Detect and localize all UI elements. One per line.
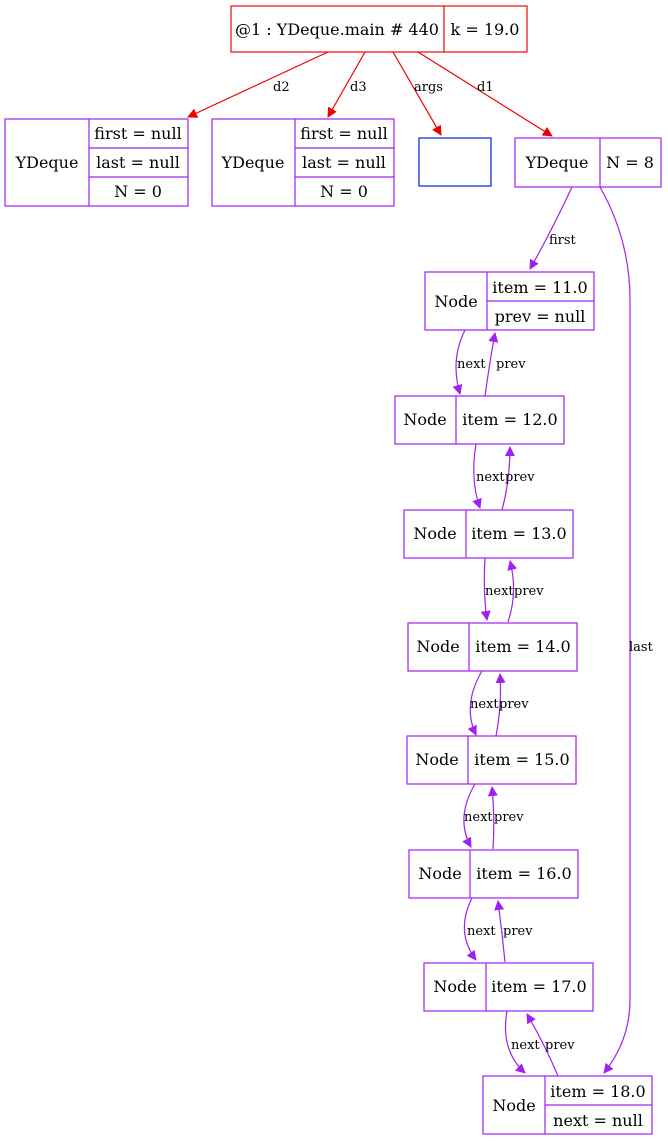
ydeque-d2-n: N = 0 (114, 182, 162, 201)
ydeque-d1-n: N = 8 (606, 153, 654, 172)
node-8-next-null: next = null (553, 1111, 643, 1130)
edge-d3 (327, 51, 366, 118)
node-8-item: item = 18.0 (550, 1082, 645, 1101)
node-1-title: Node (434, 292, 477, 311)
edge-next-6 (463, 897, 477, 961)
edge-next-4 (467, 670, 483, 736)
edge-label-prev-5: prev (494, 810, 524, 825)
edge-prev-5 (487, 786, 498, 850)
node-2: Node item = 12.0 (394, 395, 565, 445)
node-5-border (406, 735, 577, 785)
ydeque-d2-title: YDeque (15, 153, 79, 172)
edge-label-args: args (414, 80, 443, 95)
node-5-item: item = 15.0 (474, 750, 569, 769)
node-4-border (407, 622, 578, 672)
edge-label-next-3: next (485, 584, 514, 599)
edge-label-next-6: next (467, 924, 496, 939)
edge-label-d1: d1 (477, 80, 494, 95)
ydeque-d3-n: N = 0 (320, 182, 368, 201)
node-2-item: item = 12.0 (462, 410, 557, 429)
edge-first (529, 186, 573, 270)
node-5: Node item = 15.0 (406, 735, 577, 785)
frame-edges: d2 d3 args d1 (187, 51, 553, 137)
ydeque-d3-title: YDeque (221, 153, 285, 172)
node-2-border (394, 395, 565, 445)
edge-prev-2 (501, 446, 515, 511)
ydeque-d3-first: first = null (300, 124, 387, 143)
edge-label-prev-4: prev (499, 697, 529, 712)
node-3-title: Node (413, 524, 456, 543)
frame-border (230, 5, 528, 53)
edge-next-7 (504, 1010, 526, 1074)
edge-label-prev-7: prev (545, 1038, 575, 1053)
ydeque-d2-border (4, 118, 189, 207)
node-6-border (408, 849, 579, 899)
node-3-item: item = 13.0 (471, 524, 566, 543)
edge-label-next-2: next (476, 470, 505, 485)
node-8: Node item = 18.0 next = null (482, 1075, 653, 1135)
edge-label-prev-6: prev (503, 924, 533, 939)
edge-next-3 (480, 557, 491, 621)
edge-label-prev-2: prev (505, 470, 535, 485)
edge-label-d3: d3 (350, 80, 367, 95)
edge-label-d2: d2 (273, 80, 290, 95)
node-1-item: item = 11.0 (492, 278, 587, 297)
frame-field-k: k = 19.0 (451, 20, 520, 39)
edge-prev-7 (526, 1013, 559, 1077)
edge-next-5 (462, 783, 476, 848)
node-1-prev-null: prev = null (495, 307, 586, 326)
edge-next-2 (472, 443, 482, 509)
ydeque-d3-border (211, 118, 395, 207)
edge-label-next-5: next (464, 810, 493, 825)
edge-prev-1 (484, 332, 499, 397)
edge-d1 (417, 51, 553, 137)
node-6-item: item = 16.0 (476, 864, 571, 883)
edge-last (599, 186, 631, 1074)
node-4-title: Node (416, 637, 459, 656)
ydeque-d1: YDeque N = 8 (514, 137, 662, 188)
edge-label-next-4: next (470, 697, 499, 712)
ydeque-d2-first: first = null (94, 124, 181, 143)
edge-prev-6 (494, 900, 506, 963)
node-7: Node item = 17.0 (423, 962, 594, 1012)
node-7-border (423, 962, 594, 1012)
node-4-item: item = 14.0 (475, 637, 570, 656)
edge-label-last: last (629, 640, 654, 655)
ydeque-d2-last: last = null (96, 153, 180, 172)
node-7-title: Node (433, 977, 476, 996)
node-3: Node item = 13.0 (403, 509, 574, 559)
edge-prev-4 (495, 673, 506, 737)
node-5-title: Node (415, 750, 458, 769)
edge-label-next-7: next (511, 1038, 540, 1053)
frame-title: @1 : YDeque.main # 440 (235, 20, 439, 39)
node-4: Node item = 14.0 (407, 622, 578, 672)
edge-next-1 (452, 329, 466, 395)
edge-label-prev-1: prev (496, 357, 526, 372)
frame-main: @1 : YDeque.main # 440 k = 19.0 (230, 5, 528, 53)
ydeque-d2: YDeque first = null last = null N = 0 (4, 118, 189, 207)
node-8-title: Node (492, 1096, 535, 1115)
edge-label-next-1: next (457, 357, 486, 372)
edge-label-first: first (549, 233, 577, 248)
node-6: Node item = 16.0 (408, 849, 579, 899)
edge-prev-3 (507, 560, 518, 623)
edge-args (392, 51, 442, 136)
node-6-title: Node (418, 864, 461, 883)
args-array-box (418, 137, 492, 187)
node-3-border (403, 509, 574, 559)
edge-label-prev-3: prev (514, 584, 544, 599)
ydeque-d3-last: last = null (302, 153, 386, 172)
node-1: Node item = 11.0 prev = null (424, 271, 595, 331)
node-7-item: item = 17.0 (491, 977, 586, 996)
ydeque-d3: YDeque first = null last = null N = 0 (211, 118, 395, 207)
ydeque-d1-border (514, 137, 662, 188)
edge-d2 (187, 51, 329, 118)
node-2-title: Node (403, 410, 446, 429)
ydeque-d1-title: YDeque (525, 153, 589, 172)
